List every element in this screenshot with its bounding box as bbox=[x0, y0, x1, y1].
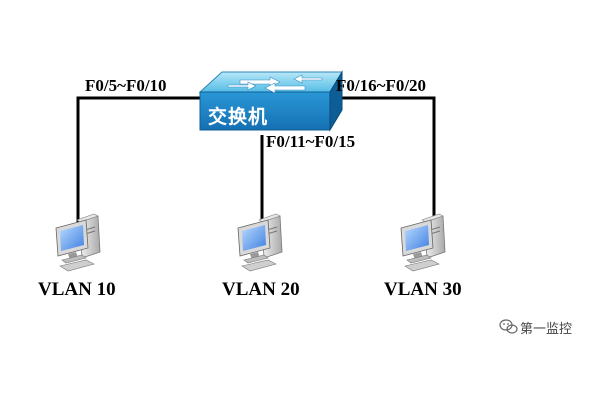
link-lines bbox=[76, 96, 436, 232]
switch-icon bbox=[198, 70, 343, 132]
host-pc-vlan10 bbox=[55, 213, 101, 272]
link-to-vlan10 bbox=[76, 96, 201, 232]
wechat-icon bbox=[499, 319, 518, 334]
watermark-text: 第一监控 bbox=[520, 322, 573, 337]
port-label-right: F0/16~F0/20 bbox=[336, 76, 427, 95]
host-label-vlan10: VLAN 10 bbox=[38, 279, 116, 300]
host-pc-vlan20 bbox=[237, 213, 283, 272]
host-label-vlan30: VLAN 30 bbox=[384, 279, 462, 300]
port-label-left: F0/5~F0/10 bbox=[85, 76, 167, 95]
host-pc-vlan30 bbox=[400, 213, 446, 272]
host-label-vlan20: VLAN 20 bbox=[222, 279, 300, 300]
port-label-middle: F0/11~F0/15 bbox=[266, 132, 356, 151]
link-to-vlan30 bbox=[333, 96, 436, 232]
switch-label: 交换机 bbox=[208, 106, 269, 128]
